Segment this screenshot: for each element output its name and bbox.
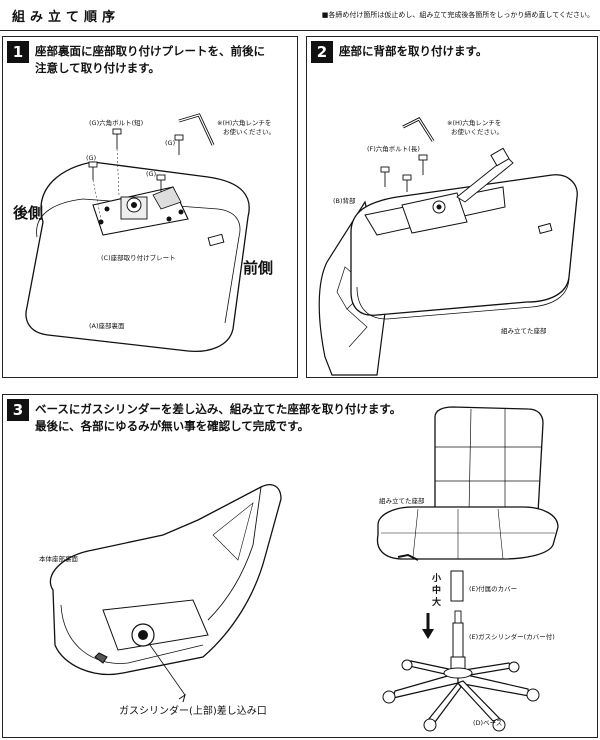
label-size-large: 大 <box>432 598 442 608</box>
label-cylinder: (E)ガスシリンダー(カバー付) <box>469 633 555 641</box>
label-front-side: 前側 <box>243 259 274 277</box>
step1-instruction-line2: 注意して取り付けます。 <box>35 61 161 75</box>
label-body-seat-back: 本体座部裏面 <box>39 555 78 563</box>
step2-illustration <box>318 117 578 376</box>
step1-instruction-line1: 座部裏面に座部取り付けプレートを、前後に <box>35 44 265 58</box>
step1-panel: 1 座部裏面に座部取り付けプレートを、前後に 注意して取り付けます。 (G)六角… <box>2 36 298 378</box>
label-seat-back-face: (A)座部裏面 <box>89 322 125 330</box>
label-bolt-short: (G)六角ボルト(短) <box>89 119 144 127</box>
step2-instruction: 座部に背部を取り付けます。 <box>339 44 488 58</box>
header-note: ■各締め付け箇所は仮止めし、組み立て完成後各箇所をしっかり締め直してください。 <box>321 11 594 19</box>
page-title: 組み立て順序 <box>12 10 121 25</box>
step3-instruction-line2: 最後に、各部にゆるみが無い事を確認して完成です。 <box>35 419 310 433</box>
step3-number: 3 <box>7 399 29 421</box>
header-bar: 組み立て順序 ■各締め付け箇所は仮止めし、組み立て完成後各箇所をしっかり締め直し… <box>0 0 600 31</box>
label-wrench-line1: ※(H)六角レンチを <box>217 119 272 127</box>
step2-panel: 2 座部に背部を取り付けます。 ※(H)六角レンチを お使いください。 (F)六… <box>306 36 598 378</box>
label-back-part: (B)背部 <box>333 197 356 205</box>
label-bolt-long: (F)六角ボルト(長) <box>367 145 420 153</box>
label-g3: (G) <box>146 170 157 178</box>
label-g1: (G) <box>86 154 97 162</box>
label-assembled-seat-step3: 組み立てた座部 <box>379 497 425 505</box>
step2-number: 2 <box>311 41 333 63</box>
step1-number: 1 <box>7 41 29 63</box>
label-back-side: 後側 <box>13 204 44 222</box>
label-plate: (C)座部取り付けプレート <box>101 254 176 262</box>
step3-instruction-line1: ベースにガスシリンダーを差し込み、組み立てた座部を取り付けます。 <box>35 402 402 416</box>
label-wrench-line2-step2: お使いください。 <box>451 128 503 136</box>
label-insert-port: ガスシリンダー(上部)差し込み口 <box>119 706 267 717</box>
label-cover: (E)付属のカバー <box>469 585 518 593</box>
label-base: (D)ベース <box>473 719 503 727</box>
step3-illustration <box>49 406 559 732</box>
label-size-small: 小 <box>432 574 442 584</box>
label-g2: (G) <box>165 139 176 147</box>
label-wrench-line1-step2: ※(H)六角レンチを <box>447 119 502 127</box>
step1-illustration <box>25 113 250 353</box>
label-size-mid: 中 <box>432 586 442 596</box>
step3-panel: 3 ベースにガスシリンダーを差し込み、組み立てた座部を取り付けます。 最後に、各… <box>2 394 598 738</box>
label-assembled-seat-step2: 組み立てた座部 <box>501 327 547 335</box>
label-wrench-line2: お使いください。 <box>223 128 275 136</box>
